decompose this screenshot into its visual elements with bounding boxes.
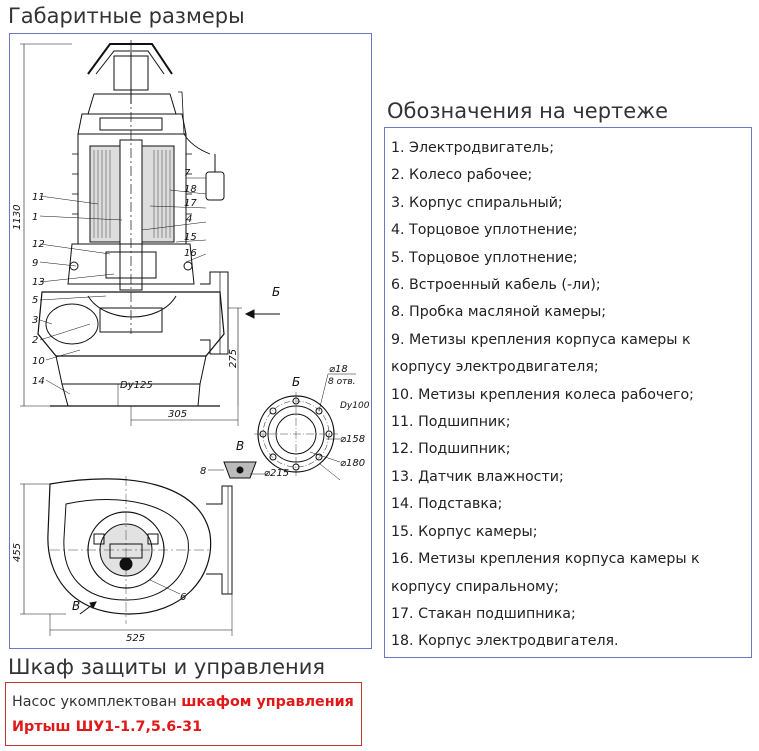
callout-17: 17 — [184, 198, 197, 209]
dim-holes: 8 отв. — [328, 377, 356, 387]
technical-drawing: 11 1 12 9 13 5 3 2 10 14 7 18 17 4 15 16… — [12, 40, 370, 644]
cabinet-box: Насос укомплектован шкафом управления Ир… — [5, 682, 362, 746]
callout-15: 15 — [184, 232, 197, 243]
legend-item: 17. Стакан подшипника; — [391, 605, 576, 622]
drawing-frame: 11 1 12 9 13 5 3 2 10 14 7 18 17 4 15 16… — [9, 33, 372, 649]
legend-heading: Обозначения на чертеже — [387, 99, 669, 123]
legend-item: 13. Датчик влажности; — [391, 468, 564, 485]
dim-d158: ⌀158 — [340, 434, 365, 445]
dim-275: 275 — [228, 349, 239, 368]
view-label-b: Б — [292, 375, 300, 389]
legend-item: 16. Метизы крепления корпуса камеры к ко… — [391, 551, 700, 595]
callout-14: 14 — [32, 376, 45, 387]
view-arrow-b: Б — [272, 285, 280, 299]
cabinet-link[interactable]: шкафом управления Иртыш ШУ1-1.7,5.6-31 — [12, 694, 354, 735]
legend-item: 11. Подшипник; — [391, 414, 511, 431]
callout-9: 9 — [32, 258, 38, 269]
callout-10: 10 — [32, 356, 45, 367]
callout-2: 2 — [32, 335, 38, 346]
legend-item: 14. Подставка; — [391, 496, 503, 513]
callout-6: 6 — [180, 592, 186, 603]
dim-d18: ⌀18 — [329, 364, 348, 375]
side-view — [20, 40, 280, 426]
cabinet-heading: Шкаф защиты и управления — [8, 655, 325, 679]
legend-item: 3. Корпус спиральный; — [391, 194, 563, 211]
callout-11: 11 — [32, 192, 45, 203]
callout-8: 8 — [200, 466, 206, 477]
callout-5: 5 — [32, 295, 38, 306]
callout-7: 7 — [184, 168, 191, 179]
dim-1130: 1130 — [12, 205, 23, 230]
view-label-v: В — [236, 439, 244, 453]
callout-16: 16 — [184, 248, 197, 259]
legend-item: 2. Колесо рабочее; — [391, 167, 533, 184]
legend-item: 6. Встроенный кабель (-ли); — [391, 277, 601, 294]
callout-18: 18 — [184, 184, 197, 195]
dim-525: 525 — [126, 633, 145, 644]
dim-dy100: Dy100 — [340, 401, 370, 411]
legend-item: 8. Пробка масляной камеры; — [391, 304, 607, 321]
callout-3: 3 — [32, 315, 38, 326]
callout-12: 12 — [32, 239, 45, 250]
legend-box: 1. Электродвигатель; 2. Колесо рабочее; … — [384, 127, 752, 658]
dimensions-heading: Габаритные размеры — [8, 4, 245, 28]
legend-item: 4. Торцовое уплотнение; — [391, 222, 578, 239]
callout-13: 13 — [32, 277, 45, 288]
dim-455: 455 — [12, 543, 23, 562]
legend-item: 12. Подшипник; — [391, 441, 511, 458]
legend-item: 10. Метизы крепления колеса рабочего; — [391, 386, 694, 403]
legend-item: 5. Торцовое уплотнение; — [391, 249, 578, 266]
view-arrow-v: В — [72, 599, 80, 613]
dim-d215: ⌀215 — [264, 468, 289, 479]
dim-d180: ⌀180 — [340, 458, 365, 469]
plan-view — [20, 476, 233, 636]
cabinet-text: Насос укомплектован — [12, 694, 182, 710]
dim-305: 305 — [168, 409, 187, 420]
gland-view — [208, 461, 268, 479]
legend-item: 9. Метизы крепления корпуса камеры к кор… — [391, 331, 691, 376]
legend-item: 1. Электродвигатель; — [391, 140, 555, 156]
callout-4: 4 — [186, 214, 192, 225]
legend-item: 15. Корпус камеры; — [391, 523, 538, 540]
flange-view — [254, 373, 356, 481]
legend-item: 18. Корпус электродвигателя. — [391, 633, 619, 650]
dim-dy125: Dy125 — [120, 380, 153, 391]
callout-1: 1 — [32, 212, 38, 223]
